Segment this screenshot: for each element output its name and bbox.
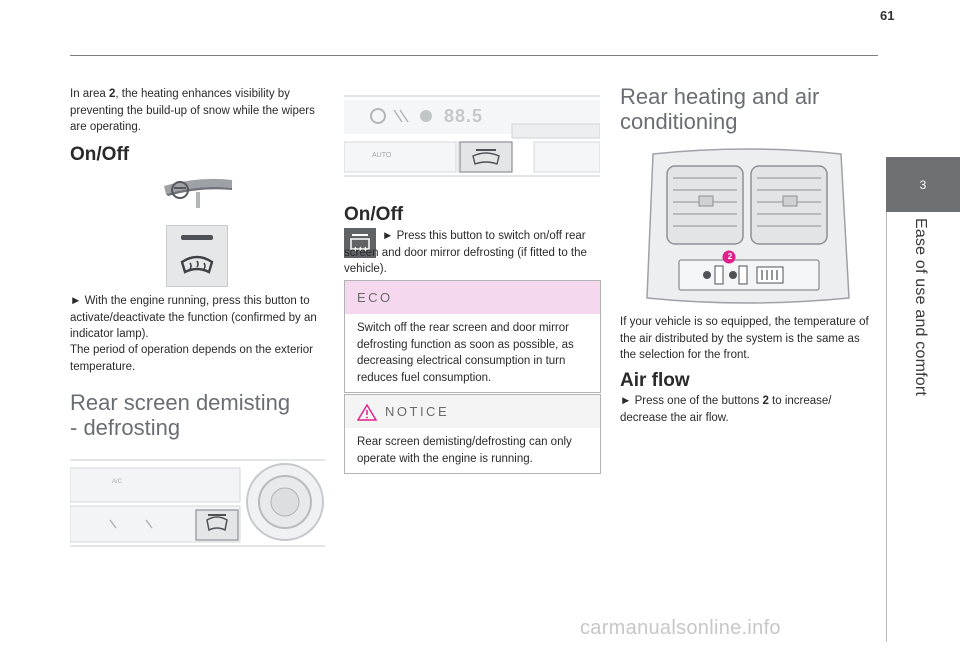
windscreen-illustration [164,178,232,208]
panel-display-readout: 88.5 [444,106,484,126]
callout-2: 2 [727,252,733,261]
notice-box: NOTICE Rear screen demisting/defrosting … [344,394,601,474]
warning-triangle-icon [357,403,377,421]
notice-text: Rear screen demisting/defrosting can onl… [357,436,572,465]
chapter-tab-label: Ease of use and comfort [912,218,929,397]
ac-label: A/C [112,479,123,485]
intro-paragraph: In area 2, the heating enhances visibili… [70,88,315,133]
control-panel-illustration [70,458,325,548]
rear-defrost-icon [350,234,370,252]
chapter-tab[interactable]: Ease of use and comfort [886,212,960,642]
eco-header: ECO [345,281,600,314]
climate-panel-illustration [344,95,600,177]
instruction-col1: ► With the engine running, press this bu… [70,295,317,340]
page-number: 61 [880,8,895,23]
notice-header: NOTICE [345,395,600,428]
section-title-rear-screen: Rear screen demisting - defrosting [70,390,291,440]
instruction-col2: ► Press this button to switch on/off rea… [344,230,587,275]
notice-label: NOTICE [385,404,450,419]
airflow-instruction: ► Press one of the buttons 2 to increase… [620,395,832,424]
period-text: The period of operation depends on the e… [70,344,313,373]
chapter-tab-number[interactable]: 3 [886,157,960,212]
eco-box: ECO Switch off the rear screen and door … [344,280,601,393]
onoff-heading-col1: On/Off [70,144,130,165]
section-title-rear-heating: Rear heating and air conditioning [620,84,820,134]
eco-text: Switch off the rear screen and door mirr… [357,322,574,384]
rear-defrost-button-icon [344,228,376,258]
header-rule [70,55,878,56]
indicator-lamp [181,235,213,240]
equipped-text: If your vehicle is so equipped, the temp… [620,316,869,361]
onoff-heading-col2: On/Off [344,204,404,225]
rear-vents-illustration [646,148,850,304]
windscreen-defrost-icon [180,255,214,274]
watermark: carmanualsonline.info [580,617,781,639]
windscreen-defrost-button[interactable] [166,225,228,287]
auto-label: AUTO [372,152,392,159]
airflow-heading: Air flow [620,370,690,391]
